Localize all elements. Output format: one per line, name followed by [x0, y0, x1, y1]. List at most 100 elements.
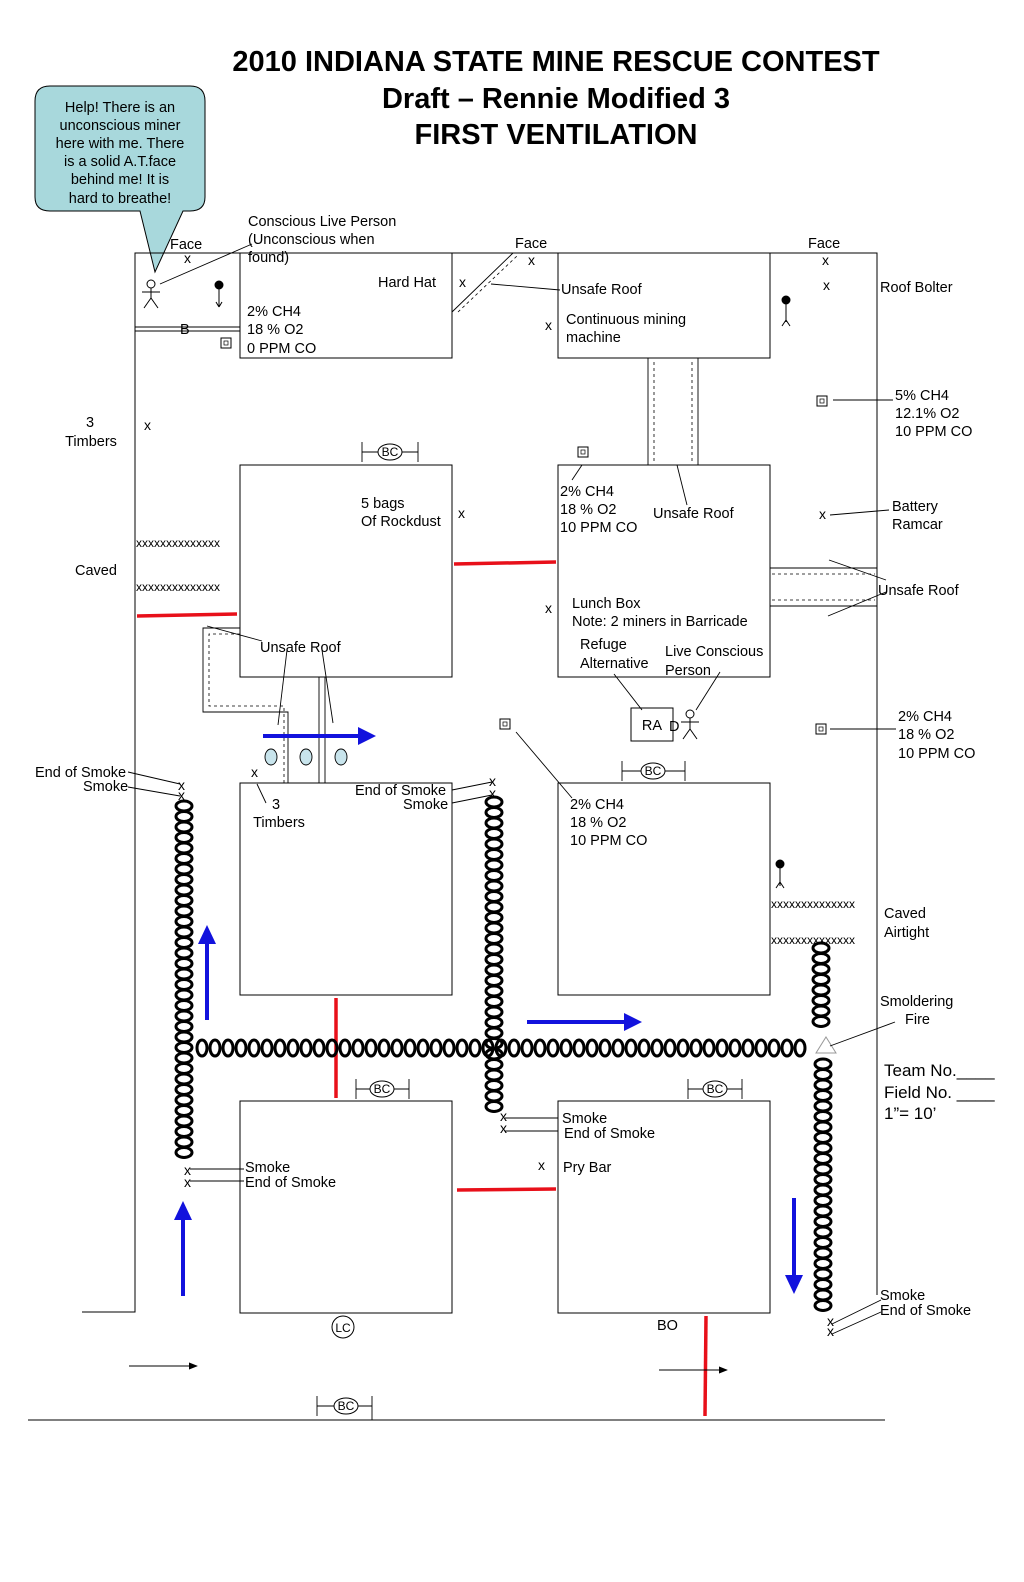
smoke-coil-left [174, 957, 194, 970]
stopping-center-lower [456, 1187, 557, 1192]
smoke-coil-middle [484, 974, 504, 987]
smoke-coil-left [174, 915, 194, 928]
smoke-coil-left [174, 831, 194, 844]
svg-text:x: x [184, 1174, 191, 1190]
smoke-coil-middle [484, 921, 504, 935]
smoke-coil-right-lower [813, 1215, 833, 1228]
svg-text:BC: BC [338, 1399, 355, 1413]
airflow-arrows [174, 727, 803, 1296]
smoke-coil-horizontal [637, 1038, 651, 1058]
roof-bolter-icon [781, 295, 791, 327]
smoke-coil-middle [484, 953, 504, 966]
pillar-row4-left [239, 1100, 453, 1314]
smoke-coil-right-lower [813, 1078, 833, 1092]
smoke-coil-horizontal [377, 1038, 391, 1058]
lunch-box-label: Lunch Box [572, 596, 641, 612]
smoke-coil-left [174, 904, 194, 918]
live-conscious-1: Live Conscious [665, 644, 763, 660]
bc-symbol-4: BC [687, 1079, 743, 1099]
caved-label: Caved [75, 563, 117, 579]
timbers-mid-2: Timbers [253, 815, 305, 831]
stopping-left-crosscut [136, 612, 238, 618]
airtight-xrow-lower: xxxxxxxxxxxxxx [771, 933, 855, 947]
smoke-coil-horizontal [338, 1038, 352, 1058]
smoke-coil-horizontal [728, 1038, 742, 1058]
gas-center-lower-1: 2% CH4 [570, 797, 624, 813]
gas-top-left-1: 2% CH4 [247, 304, 301, 320]
gas-right-upper-3: 10 PPM CO [895, 424, 972, 440]
smoke-coil-right-lower [813, 1120, 833, 1134]
smoke-coil-left [174, 999, 194, 1012]
smoke-coil-right-lower [813, 1110, 833, 1123]
svg-text:RA: RA [642, 718, 662, 734]
smoke-coil-right-upper [811, 994, 831, 1007]
smoke-coil-horizontal [767, 1038, 781, 1058]
smoke-coil-middle [484, 806, 504, 819]
smoke-coil-right-lower [813, 1194, 833, 1207]
pillar-row4-right [557, 1100, 771, 1314]
bc-symbol-3: BC [355, 1079, 410, 1099]
pry-bar-label: Pry Bar [563, 1160, 612, 1176]
title-line-3: FIRST VENTILATION [414, 119, 697, 151]
smoke-coil-right-upper [811, 962, 831, 976]
smoke-coil-horizontal [715, 1038, 729, 1058]
smoke-coil-horizontal [702, 1038, 716, 1058]
smoke-coil-middle [484, 879, 504, 893]
svg-text:x: x [545, 317, 552, 333]
gas-center-1: 2% CH4 [560, 484, 614, 500]
face-label-middle: Face [515, 236, 547, 252]
smoke-coil-horizontal [793, 1038, 807, 1058]
smoke-coil-horizontal [507, 1038, 521, 1058]
smoke-left: Smoke [83, 779, 128, 795]
end-of-smoke-mid: End of Smoke [355, 783, 446, 799]
smoke-coil-left [174, 1030, 194, 1044]
bc-symbol-1: BC [361, 442, 419, 462]
smoke-coil-left [174, 820, 194, 834]
smoke-coil-horizontal [520, 1038, 534, 1058]
svg-text:BC: BC [382, 445, 399, 459]
smoke-coil-left [174, 1104, 194, 1117]
smoke-coil-right-lower [813, 1089, 833, 1102]
smoke-right: Smoke [880, 1288, 925, 1304]
live-conscious-person-icon [681, 709, 699, 740]
pillar-top-left [239, 252, 453, 359]
smoke-coil-left [174, 1093, 194, 1107]
smoke-coil-left [174, 1135, 194, 1149]
smoke-coil-horizontal [650, 1038, 664, 1058]
smoke-coil-horizontal [468, 1038, 482, 1058]
smoke-coil-right-upper [811, 1004, 831, 1018]
svg-text:x: x [545, 600, 552, 616]
unsafe-roof-left: Unsafe Roof [260, 640, 342, 656]
callout-line-6: hard to breathe! [69, 191, 171, 207]
smoke-coil-right-lower [813, 1057, 833, 1071]
svg-text:x: x [489, 773, 496, 789]
svg-text:x: x [178, 777, 185, 793]
smoke-coil-left [174, 894, 194, 907]
pillars [239, 252, 771, 1314]
unsafe-roof-right: Unsafe Roof [878, 583, 960, 599]
smoke-coil-right-lower [813, 1225, 833, 1239]
smoke-coil-horizontal [403, 1038, 417, 1058]
smoke-coil-left [174, 883, 194, 897]
smoke-left-lower: Smoke [245, 1160, 290, 1176]
smoke-coil-horizontal [442, 1038, 456, 1058]
miner-marker-icon [775, 859, 785, 889]
smoke-coil-horizontal [663, 1038, 677, 1058]
unsafe-roof-center: Unsafe Roof [653, 506, 735, 522]
svg-text:x: x [827, 1323, 834, 1339]
pillar-row2-right [557, 464, 771, 678]
smoke-coil-middle [484, 1068, 504, 1082]
smoke-coil-horizontal [234, 1038, 248, 1058]
svg-text:x: x [178, 787, 185, 803]
smoke-coil-right-lower [813, 1288, 833, 1302]
gas-center-lower-2: 18 % O2 [570, 815, 626, 831]
smoke-coil-left [174, 978, 194, 991]
conscious-person-label-2: (Unconscious when [248, 232, 375, 248]
smoke-coil-right-lower [813, 1173, 833, 1186]
smoke-coil-horizontal [689, 1038, 703, 1058]
smoke-coil-middle [484, 1026, 504, 1040]
title-line-1: 2010 INDIANA STATE MINE RESCUE CONTEST [232, 46, 880, 78]
callout-line-2: unconscious miner [60, 118, 181, 134]
smoke-coil-horizontal [195, 1038, 209, 1058]
